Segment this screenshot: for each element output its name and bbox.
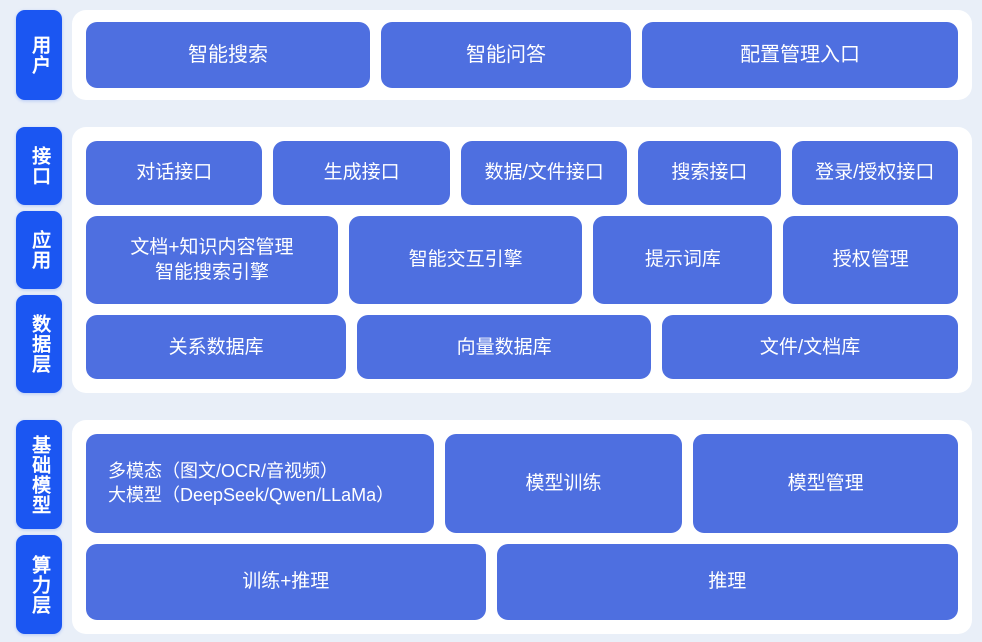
row-application: 文档+知识内容管理 智能搜索引擎 智能交互引擎 提示词库 授权管理 xyxy=(86,215,958,305)
cell-file-document-repository[interactable]: 文件/文档库 xyxy=(662,315,958,379)
panel-user: 智能搜索 智能问答 配置管理入口 xyxy=(72,10,972,100)
tab-rail-platform: 接口 应用 数据层 xyxy=(16,127,62,393)
cell-generation-api[interactable]: 生成接口 xyxy=(273,141,450,205)
row-data: 关系数据库 向量数据库 文件/文档库 xyxy=(86,315,958,379)
cell-training-plus-inference[interactable]: 训练+推理 xyxy=(86,543,486,621)
cell-prompt-library[interactable]: 提示词库 xyxy=(593,215,773,305)
section-user: 用户 智能搜索 智能问答 配置管理入口 xyxy=(0,10,982,100)
row-compute: 训练+推理 推理 xyxy=(86,543,958,621)
section-platform: 接口 应用 数据层 对话接口 生成接口 数据/文件接口 搜索接口 登录/授权接口… xyxy=(0,127,982,393)
row-user-entries: 智能搜索 智能问答 配置管理入口 xyxy=(86,22,959,88)
layer-tab-data[interactable]: 数据层 xyxy=(16,295,62,393)
cell-data-file-api[interactable]: 数据/文件接口 xyxy=(460,141,628,205)
cell-relational-database[interactable]: 关系数据库 xyxy=(86,315,347,379)
cell-config-management-entry[interactable]: 配置管理入口 xyxy=(642,22,959,88)
tab-rail-user: 用户 xyxy=(16,10,62,100)
cell-authorization-management[interactable]: 授权管理 xyxy=(783,215,958,305)
layer-tab-application[interactable]: 应用 xyxy=(16,211,62,289)
cell-multimodal-large-model[interactable]: 多模态（图文/OCR/音视频） 大模型（DeepSeek/Qwen/LLaMa） xyxy=(86,434,434,533)
panel-platform: 对话接口 生成接口 数据/文件接口 搜索接口 登录/授权接口 文档+知识内容管理… xyxy=(72,127,972,393)
cell-vector-database[interactable]: 向量数据库 xyxy=(357,315,652,379)
layer-tab-interface[interactable]: 接口 xyxy=(16,127,62,205)
panel-infrastructure: 多模态（图文/OCR/音视频） 大模型（DeepSeek/Qwen/LLaMa）… xyxy=(72,420,972,634)
section-infrastructure: 基础模型 算力层 多模态（图文/OCR/音视频） 大模型（DeepSeek/Qw… xyxy=(0,420,982,634)
cell-dialog-api[interactable]: 对话接口 xyxy=(86,141,263,205)
cell-smart-qa[interactable]: 智能问答 xyxy=(380,22,632,88)
row-foundation-model: 多模态（图文/OCR/音视频） 大模型（DeepSeek/Qwen/LLaMa）… xyxy=(86,434,958,533)
cell-login-auth-api[interactable]: 登录/授权接口 xyxy=(791,141,959,205)
cell-smart-search[interactable]: 智能搜索 xyxy=(86,22,370,88)
layer-tab-foundation-model[interactable]: 基础模型 xyxy=(16,420,62,530)
cell-model-management[interactable]: 模型管理 xyxy=(693,434,958,533)
cell-doc-knowledge-mgmt-search-engine[interactable]: 文档+知识内容管理 智能搜索引擎 xyxy=(86,215,338,305)
tab-rail-infrastructure: 基础模型 算力层 xyxy=(16,420,62,634)
layer-tab-user[interactable]: 用户 xyxy=(16,10,62,100)
cell-smart-interaction-engine[interactable]: 智能交互引擎 xyxy=(348,215,583,305)
cell-search-api[interactable]: 搜索接口 xyxy=(638,141,781,205)
cell-inference[interactable]: 推理 xyxy=(496,543,958,621)
cell-model-training[interactable]: 模型训练 xyxy=(444,434,683,533)
layer-tab-compute[interactable]: 算力层 xyxy=(16,535,62,634)
row-interface: 对话接口 生成接口 数据/文件接口 搜索接口 登录/授权接口 xyxy=(86,141,959,205)
